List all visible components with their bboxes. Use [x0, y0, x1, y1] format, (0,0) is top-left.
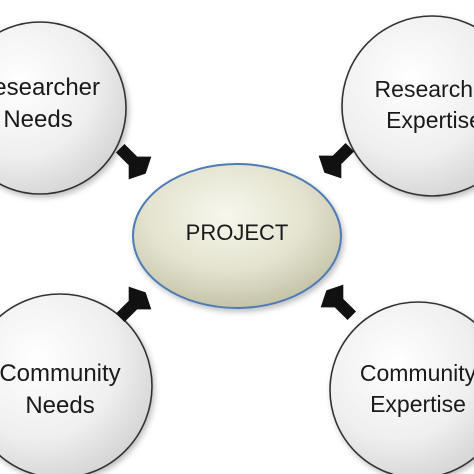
researcher-expertise-line1: Researcher: [374, 76, 474, 102]
community-needs-line1: Community: [0, 360, 121, 387]
researcher-expertise-circle: [341, 15, 474, 197]
project-ellipse: [132, 163, 342, 309]
project-text: PROJECT: [185, 220, 289, 245]
researcher-expertise-line2: Expertise: [386, 107, 474, 133]
researcher-needs-circle: [0, 21, 127, 195]
community-expertise-circle: [329, 301, 474, 474]
community-expertise-line2: Expertise: [370, 391, 466, 417]
community-needs-circle: [0, 293, 153, 474]
researcher-expertise-label: Researcher Expertise: [354, 78, 474, 132]
community-needs-label: Community Needs: [0, 362, 140, 418]
community-expertise-label: Community Expertise: [338, 362, 474, 416]
researcher-needs-line2: Needs: [3, 106, 73, 133]
community-needs-line2: Needs: [25, 392, 95, 419]
community-expertise-line1: Community: [359, 360, 474, 386]
arrow-from-community-expertise: [315, 279, 364, 328]
researcher-needs-line1: Researcher: [0, 74, 101, 101]
project-label: PROJECT: [168, 222, 306, 244]
researcher-needs-label: Researcher Needs: [0, 76, 114, 132]
